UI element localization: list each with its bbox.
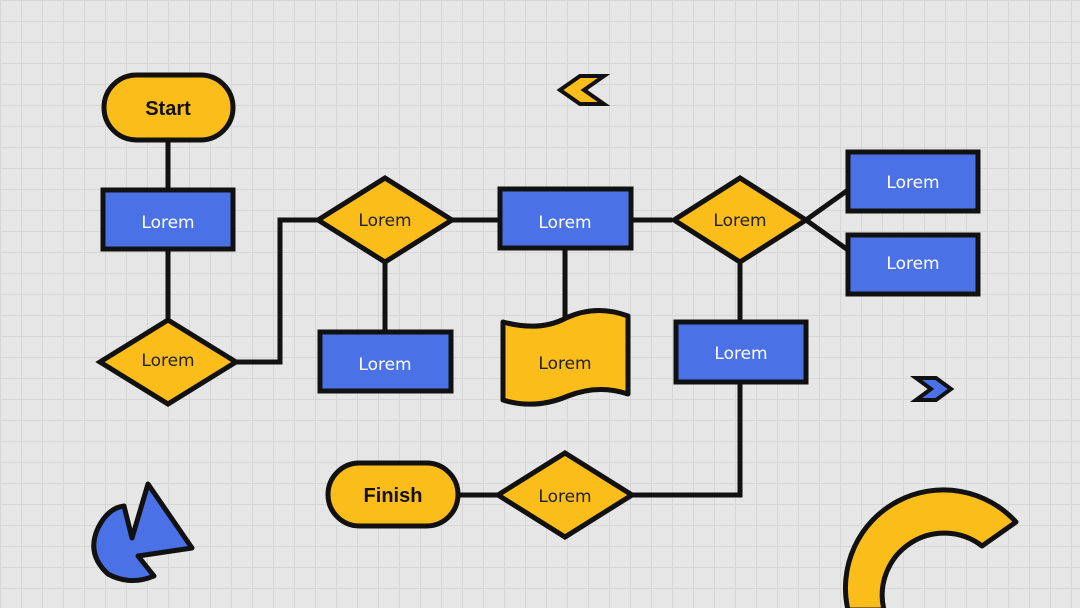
process-box-5: Lorem — [845, 232, 981, 297]
document-shape: Lorem — [500, 307, 631, 407]
document-label: Lorem — [538, 354, 591, 374]
decision-diamond-3: Lorem — [669, 175, 811, 265]
decision-2-label: Lorem — [358, 211, 411, 231]
process-box-2: Lorem — [317, 329, 454, 394]
connector-decision3-process5 — [804, 217, 850, 253]
connectors — [165, 140, 850, 498]
process-6-label: Lorem — [714, 344, 767, 364]
finish-terminal: Finish — [325, 460, 461, 529]
process-4-label: Lorem — [886, 173, 939, 193]
decision-4-label: Lorem — [538, 487, 591, 507]
process-box-1: Lorem — [100, 187, 236, 252]
process-5-label: Lorem — [886, 254, 939, 274]
decision-diamond-4: Lorem — [493, 450, 637, 540]
decision-1-label: Lorem — [141, 351, 194, 371]
blob-shape — [91, 481, 195, 583]
start-terminal: Start — [101, 72, 236, 143]
process-box-4: Lorem — [845, 149, 981, 214]
chevron-right-icon — [909, 376, 955, 402]
process-box-3: Lorem — [497, 186, 634, 251]
connector-decision3-process4 — [804, 187, 850, 223]
process-1-label: Lorem — [141, 213, 194, 233]
process-3-label: Lorem — [538, 213, 591, 233]
decision-diamond-2: Lorem — [313, 175, 457, 265]
process-2-label: Lorem — [358, 355, 411, 375]
finish-label: Finish — [364, 485, 423, 507]
chevron-left-icon — [556, 74, 611, 106]
decision-3-label: Lorem — [713, 211, 766, 231]
connector-decision1-decision2 — [236, 217, 318, 365]
arc-shape — [842, 487, 1019, 608]
connector-process6-decision4 — [632, 383, 743, 498]
start-label: Start — [145, 98, 191, 120]
decision-diamond-1: Lorem — [95, 317, 241, 407]
process-box-6: Lorem — [673, 319, 809, 385]
